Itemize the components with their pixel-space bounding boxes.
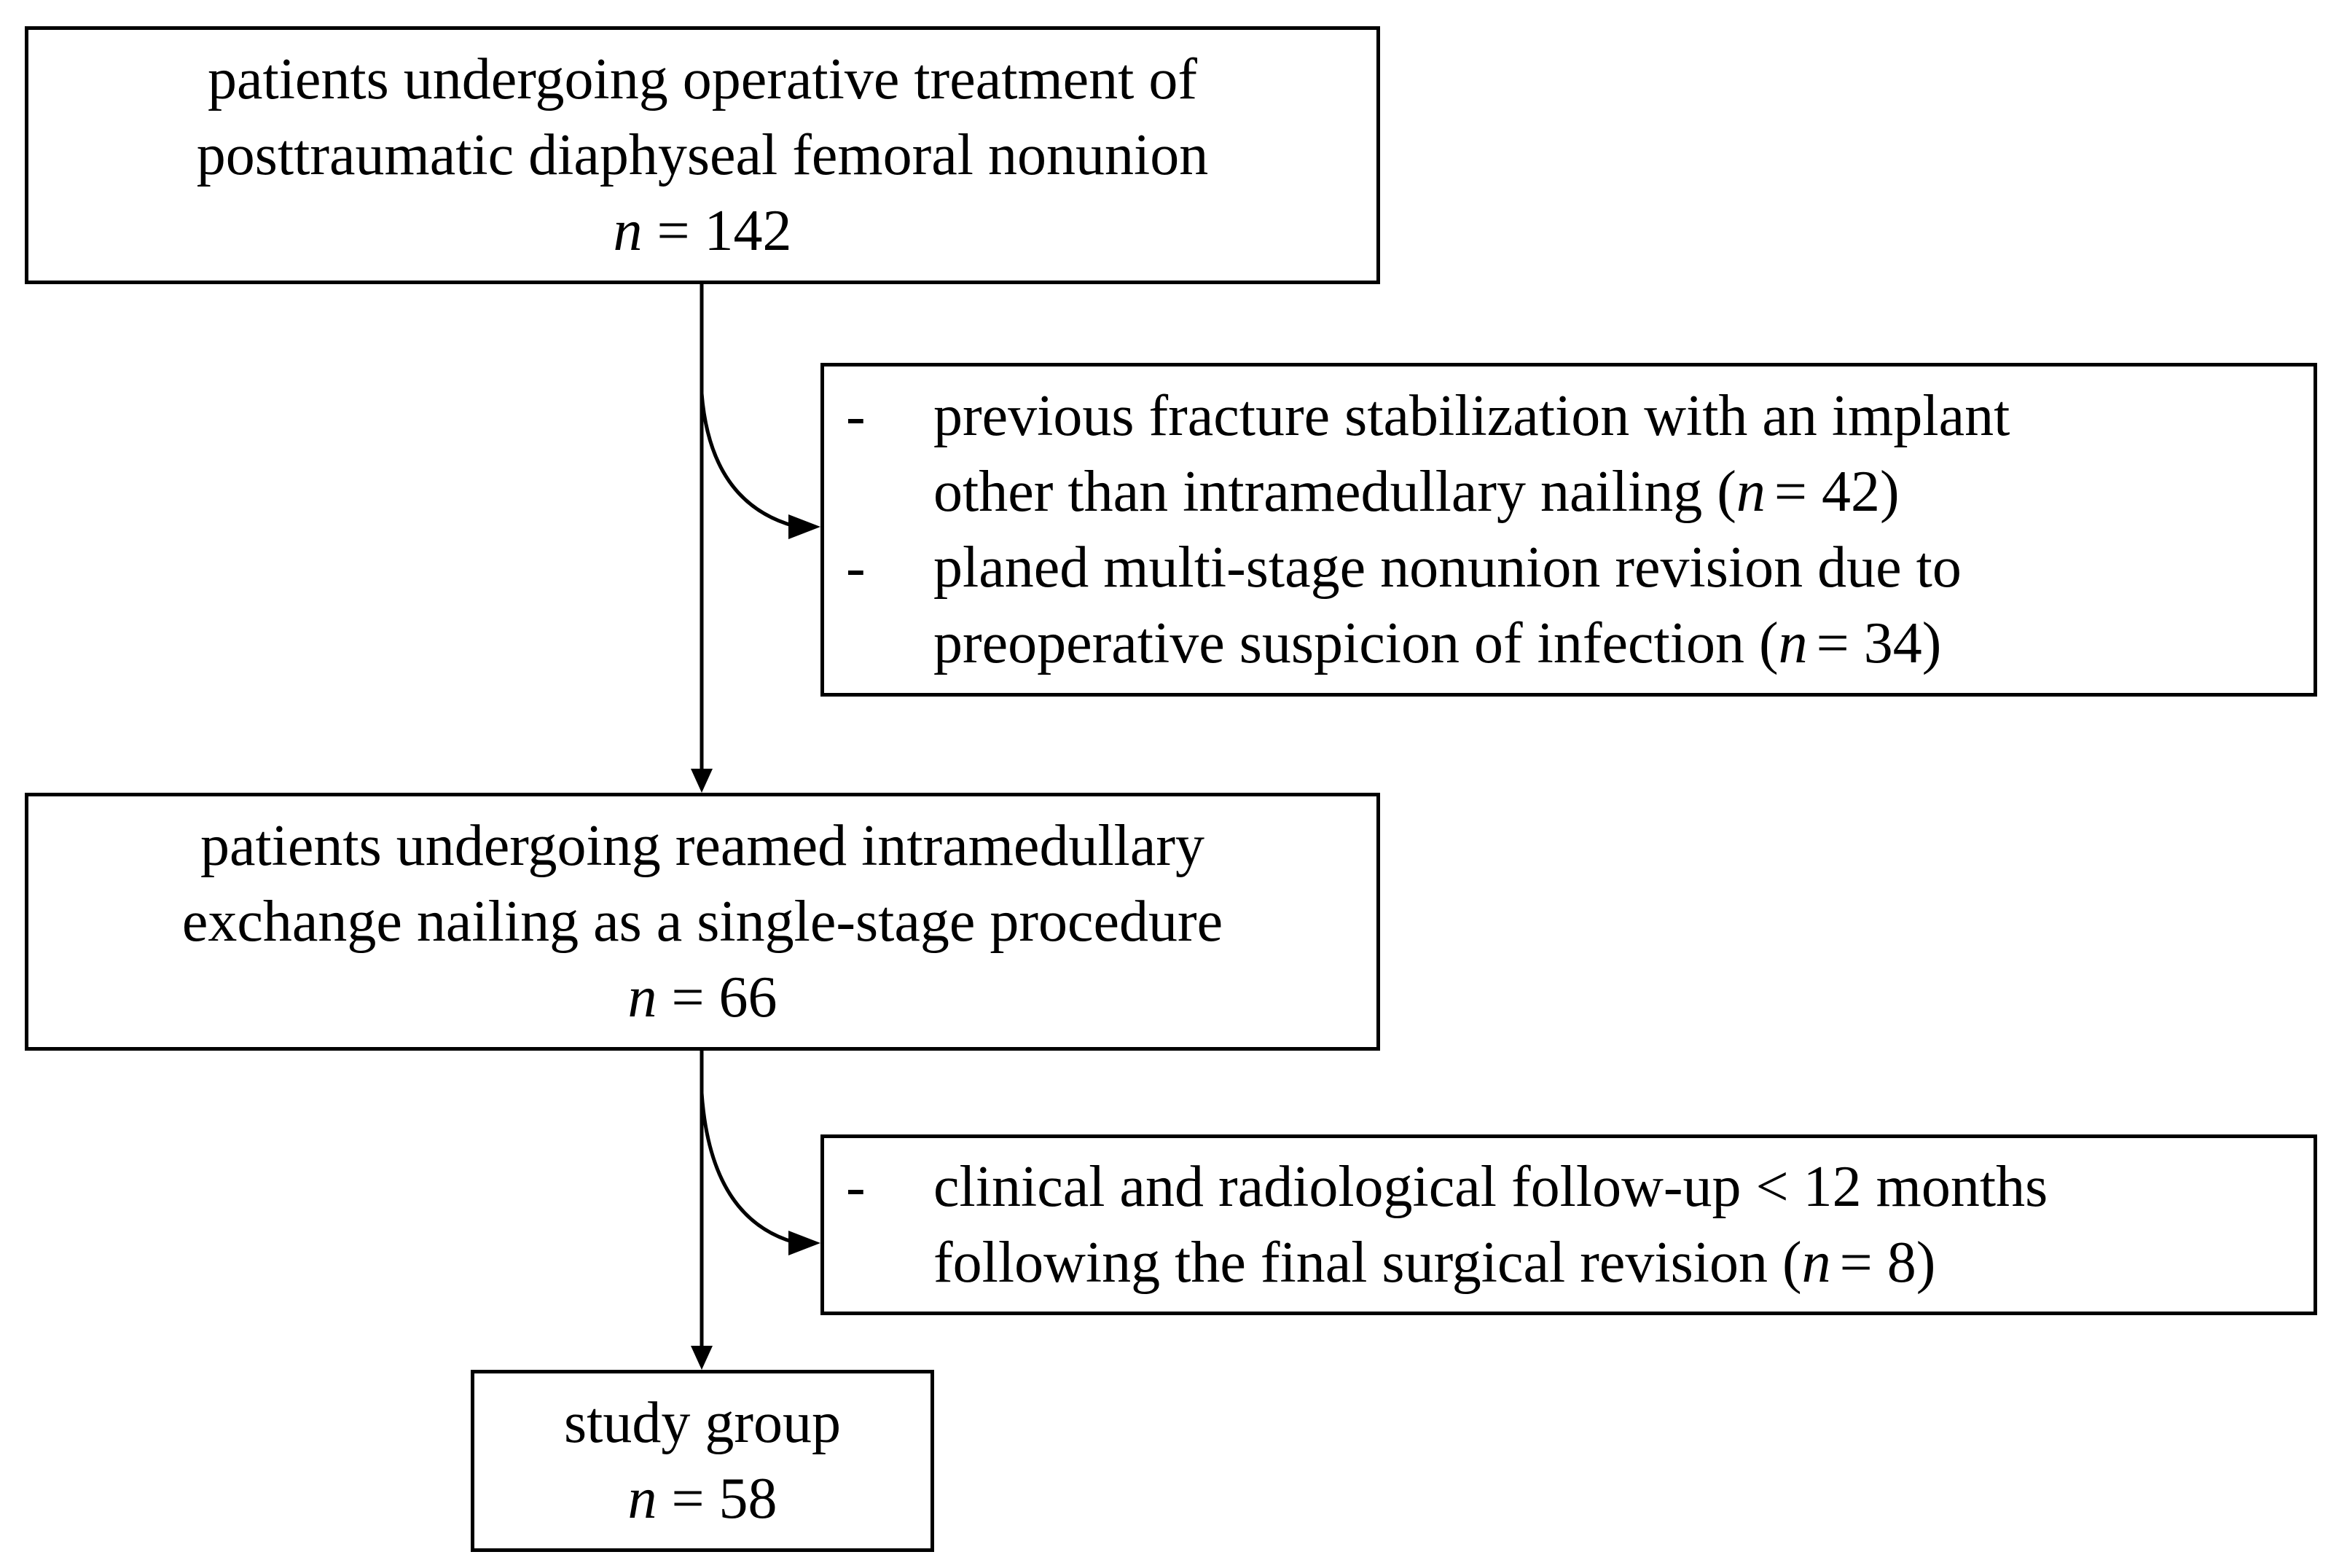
arrowhead-box2 [691, 769, 713, 793]
box2-line-1: patients undergoing reamed intramedullar… [200, 814, 1205, 878]
box2-n-label: n [627, 965, 657, 1030]
box-exclusion-1: - previous fracture stabilization with a… [820, 363, 2317, 697]
exclusion1-item2-line-2: preoperative suspicion of infection (n= … [933, 605, 1962, 681]
box1-n-value: = 142 [657, 199, 792, 263]
exclusion1-item1-n-value: = 42) [1774, 460, 1900, 524]
box-initial-cohort: patients undergoing operative treatment … [25, 26, 1380, 284]
arrowhead-box3 [691, 1346, 713, 1370]
arrow-to-exclusion2 [700, 1092, 795, 1244]
box-study-group: study group n = 58 [471, 1370, 934, 1552]
arrowhead-exclusion2 [788, 1231, 820, 1255]
box3-line-1: study group [564, 1391, 841, 1455]
arrowhead-exclusion1 [788, 514, 820, 539]
box2-line-2: exchange nailing as a single-stage proce… [181, 890, 1223, 954]
exclusion2-item-1: - clinical and radiological follow-up < … [846, 1149, 2314, 1301]
exclusion1-item2-n-label: n [1778, 611, 1808, 675]
box1-line-1: patients undergoing operative treatment … [207, 47, 1198, 111]
exclusion1-item1-line-2: other than intramedullary nailing (n= 42… [933, 454, 2010, 530]
exclusion2-item1-line-1: clinical and radiological follow-up < 12… [933, 1155, 2048, 1219]
exclusion1-item2-n-value: = 34) [1816, 611, 1942, 675]
box2-count: n = 66 [627, 960, 777, 1035]
box-exchange-nailing: patients undergoing reamed intramedullar… [25, 793, 1380, 1051]
exclusion1-item2-line-2-text: preoperative suspicion of infection ( [933, 611, 1779, 675]
exclusion1-item1-line-1: previous fracture stabilization with an … [933, 384, 2010, 448]
box-exclusion-2: - clinical and radiological follow-up < … [820, 1134, 2317, 1315]
exclusion2-item1-bullet: - [846, 1155, 866, 1219]
exclusion1-item1-line-2-text: other than intramedullary nailing ( [933, 460, 1736, 524]
exclusion2-item1-line-2-text: following the final surgical revision ( [933, 1231, 1802, 1295]
exclusion2-item1-n-label: n [1801, 1231, 1831, 1295]
box3-count: n = 58 [627, 1461, 777, 1537]
box2-n-value: = 66 [671, 965, 777, 1030]
exclusion1-item-1: - previous fracture stabilization with a… [846, 378, 2314, 530]
box3-n-label: n [627, 1467, 657, 1531]
arrow-to-exclusion1 [700, 393, 795, 528]
box1-n-label: n [613, 199, 643, 263]
exclusion1-item-2: - planed multi-stage nonunion revision d… [846, 530, 2314, 681]
box1-count: n = 142 [613, 193, 791, 269]
box3-n-value: = 58 [671, 1467, 777, 1531]
exclusion1-item2-line-1: planed multi-stage nonunion revision due… [933, 536, 1962, 600]
exclusion1-item1-bullet: - [846, 384, 866, 448]
box1-line-2: posttraumatic diaphyseal femoral nonunio… [196, 123, 1209, 187]
exclusion2-item1-n-value: = 8) [1839, 1231, 1936, 1295]
exclusion1-item2-bullet: - [846, 536, 866, 600]
exclusion1-item1-n-label: n [1736, 460, 1766, 524]
exclusion2-item1-line-2: following the final surgical revision (n… [933, 1225, 2048, 1301]
